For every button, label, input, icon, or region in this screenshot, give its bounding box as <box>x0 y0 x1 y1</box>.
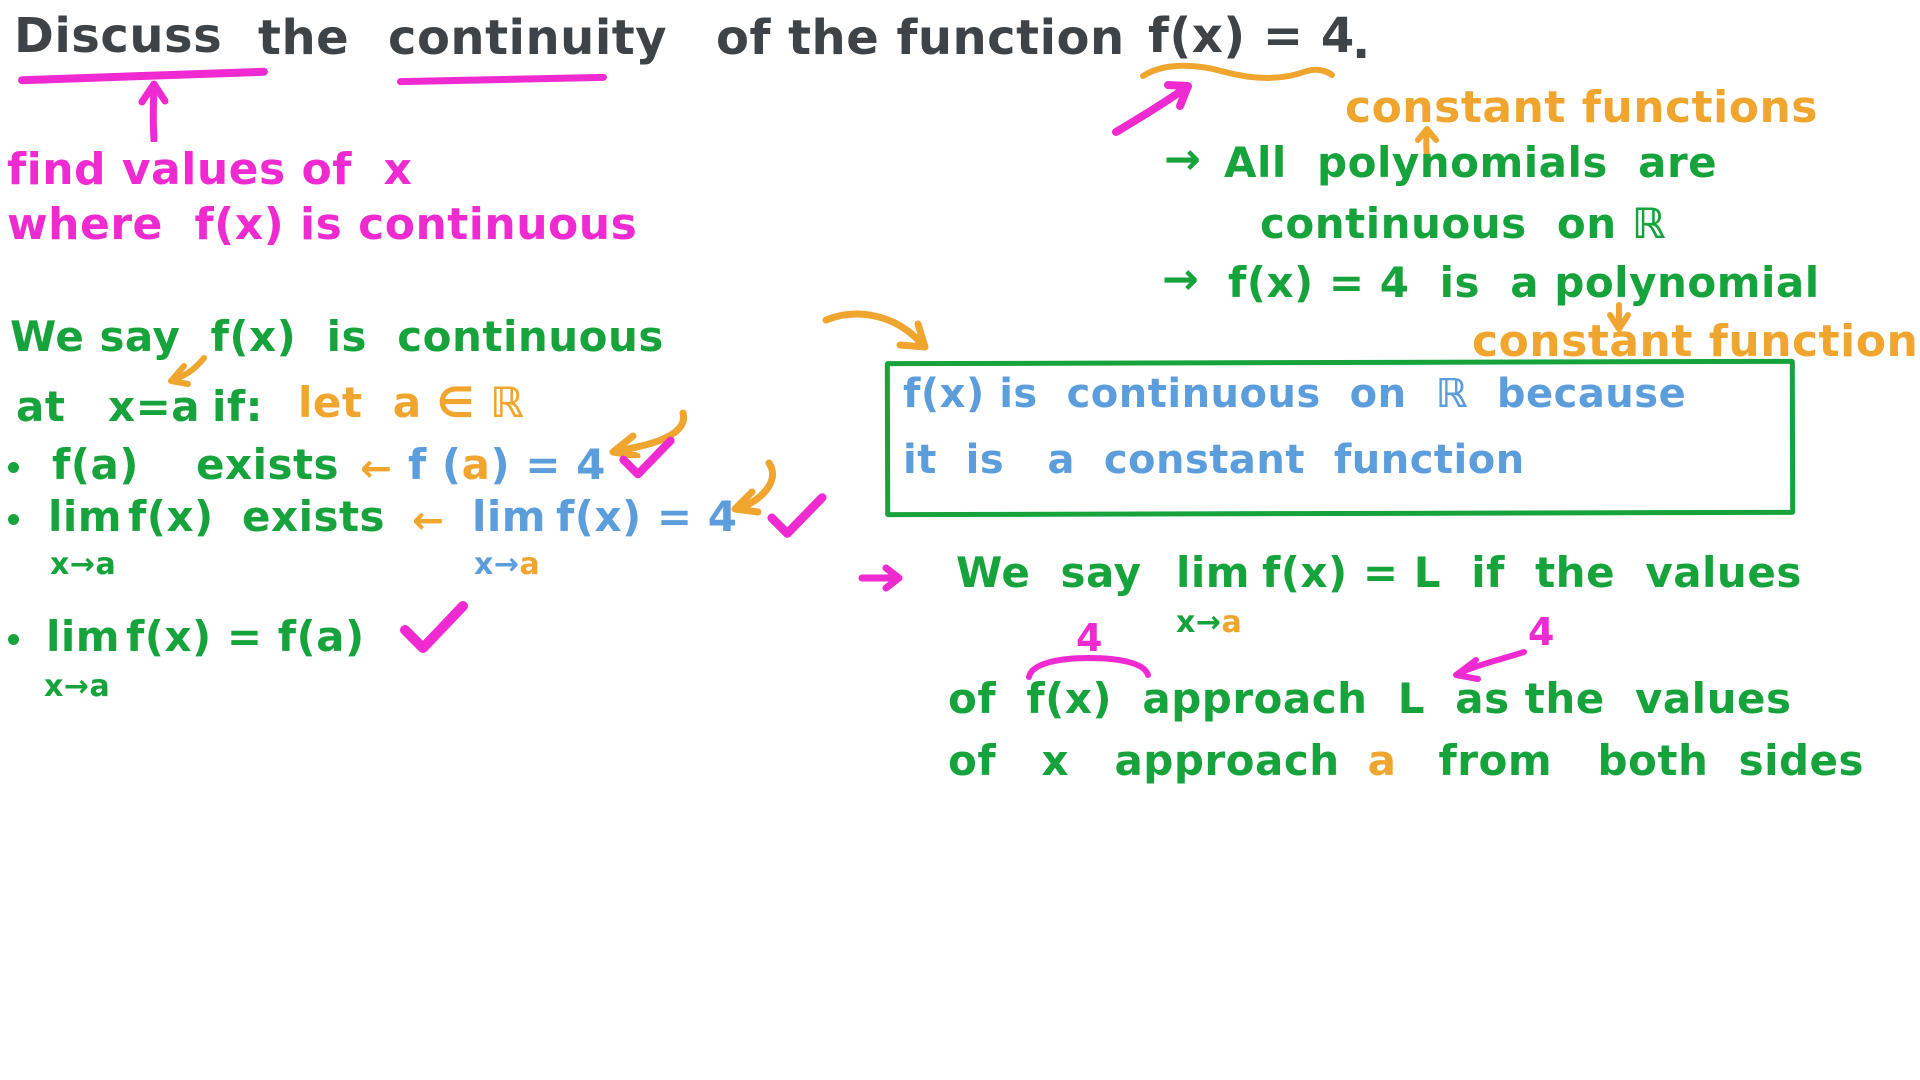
b2-blue-lim-sub: x→ a <box>474 548 540 581</box>
bottom-lim: lim <box>1176 548 1251 597</box>
bottom-line3-a: a <box>1367 736 1397 785</box>
b2-blue-fx-equals-4: f(x) = 4 <box>556 492 738 541</box>
b2-exists: exists <box>242 492 386 541</box>
bullet-dot <box>8 462 19 473</box>
conclusion-line-2: it is a constant function <box>903 437 1525 483</box>
b1-orange-a: a <box>461 440 491 489</box>
orange-curved-arrow-b2-icon <box>731 459 777 516</box>
definition-if: if: <box>212 382 263 431</box>
b1-fa: f(a) <box>52 440 140 489</box>
title-word-discuss: Discuss <box>14 8 223 64</box>
right-line-continuous-on-R: continuous on ℝ <box>1260 199 1666 248</box>
definition-intro: We say f(x) is continuous <box>10 312 664 361</box>
pink-arrow-to-fx4-icon <box>1112 81 1192 136</box>
orange-up-arrow-icon <box>1415 126 1439 158</box>
b1-blue-close: ) = 4 <box>490 440 606 489</box>
bottom-line3-pre: of x approach <box>948 736 1340 785</box>
b1-left-arrow: ← <box>360 446 393 490</box>
bullet-dot <box>8 634 19 645</box>
bottom-sub-a: a <box>1221 605 1243 640</box>
b2-sub-a: a <box>519 547 541 582</box>
pink-overline-bracket-icon <box>1026 655 1151 680</box>
continuity-underline-pink <box>396 73 608 86</box>
b2-lim-sub: x→a <box>50 547 117 582</box>
b1-blue-expression: f ( a ) = 4 <box>408 440 606 489</box>
right-arrow-2: → <box>1162 254 1200 305</box>
definition-let-a-in-R: let a ∈ ℝ <box>298 378 525 427</box>
b2-blue-lim: lim <box>472 492 547 541</box>
title-fx-equals-4: f(x) = 4 <box>1148 8 1355 64</box>
title-period: . <box>1352 14 1371 70</box>
b2-fx: f(x) <box>128 492 214 541</box>
b3-lim: lim <box>46 612 121 661</box>
note-line-2: where f(x) is continuous <box>7 199 638 250</box>
title-word-continuity: continuity <box>388 10 668 66</box>
b1-exists: exists <box>196 440 340 489</box>
label-constant-function: constant function <box>1472 316 1919 367</box>
b2-lim: lim <box>48 492 123 541</box>
right-arrow-1: → <box>1164 134 1202 185</box>
b2-sub-x-arrow: x→ <box>474 547 520 582</box>
b2-left-arrow: ← <box>412 498 445 542</box>
bottom-sub-x-arrow: x→ <box>1176 605 1222 640</box>
pink-up-arrow-icon <box>138 80 169 142</box>
bullet-dot <box>8 514 19 525</box>
pink-check-b3-icon <box>400 601 468 653</box>
bottom-line3-post: from both sides <box>1438 736 1865 785</box>
label-constant-functions: constant functions <box>1345 82 1818 133</box>
bottom-line-3: of x approach a from both sides <box>948 736 1865 785</box>
definition-x-equals-a: x=a <box>108 382 201 431</box>
fx4-wavy-underline-icon <box>1140 62 1335 81</box>
conclusion-line-1: f(x) is continuous on ℝ because <box>903 371 1687 417</box>
bottom-we-say: We say <box>956 548 1142 597</box>
orange-arrow-to-box-icon <box>822 310 929 351</box>
bottom-lim-sub: x→ a <box>1176 606 1242 639</box>
definition-at: at <box>16 382 66 431</box>
b3-lim-sub: x→a <box>44 669 111 704</box>
orange-down-arrow-icon <box>1607 302 1631 332</box>
title-phrase-of-the-function: of the function <box>716 10 1125 66</box>
annotation-four-right: 4 <box>1528 610 1555 654</box>
annotation-four-left: 4 <box>1076 616 1103 660</box>
bottom-line-2: of f(x) approach L as the values <box>948 674 1792 723</box>
pink-check-b1-icon <box>619 436 675 479</box>
pink-arrow-to-L-icon <box>1453 649 1527 682</box>
pink-right-arrow-icon <box>858 564 903 592</box>
b3-equation: f(x) = f(a) <box>126 612 365 661</box>
note-line-1: find values of x <box>7 144 413 195</box>
right-line-fx4-polynomial: f(x) = 4 is a polynomial <box>1228 258 1820 307</box>
title-word-the: the <box>258 10 350 66</box>
bottom-line-1: f(x) = L if the values <box>1262 548 1802 597</box>
orange-curved-arrow-b1-icon <box>609 409 688 458</box>
orange-arrow-to-xa-icon <box>168 355 207 387</box>
right-line-all-polynomials: All polynomials are <box>1224 138 1718 187</box>
pink-check-b2-icon <box>767 493 827 538</box>
b1-blue-open: f ( <box>408 440 462 489</box>
